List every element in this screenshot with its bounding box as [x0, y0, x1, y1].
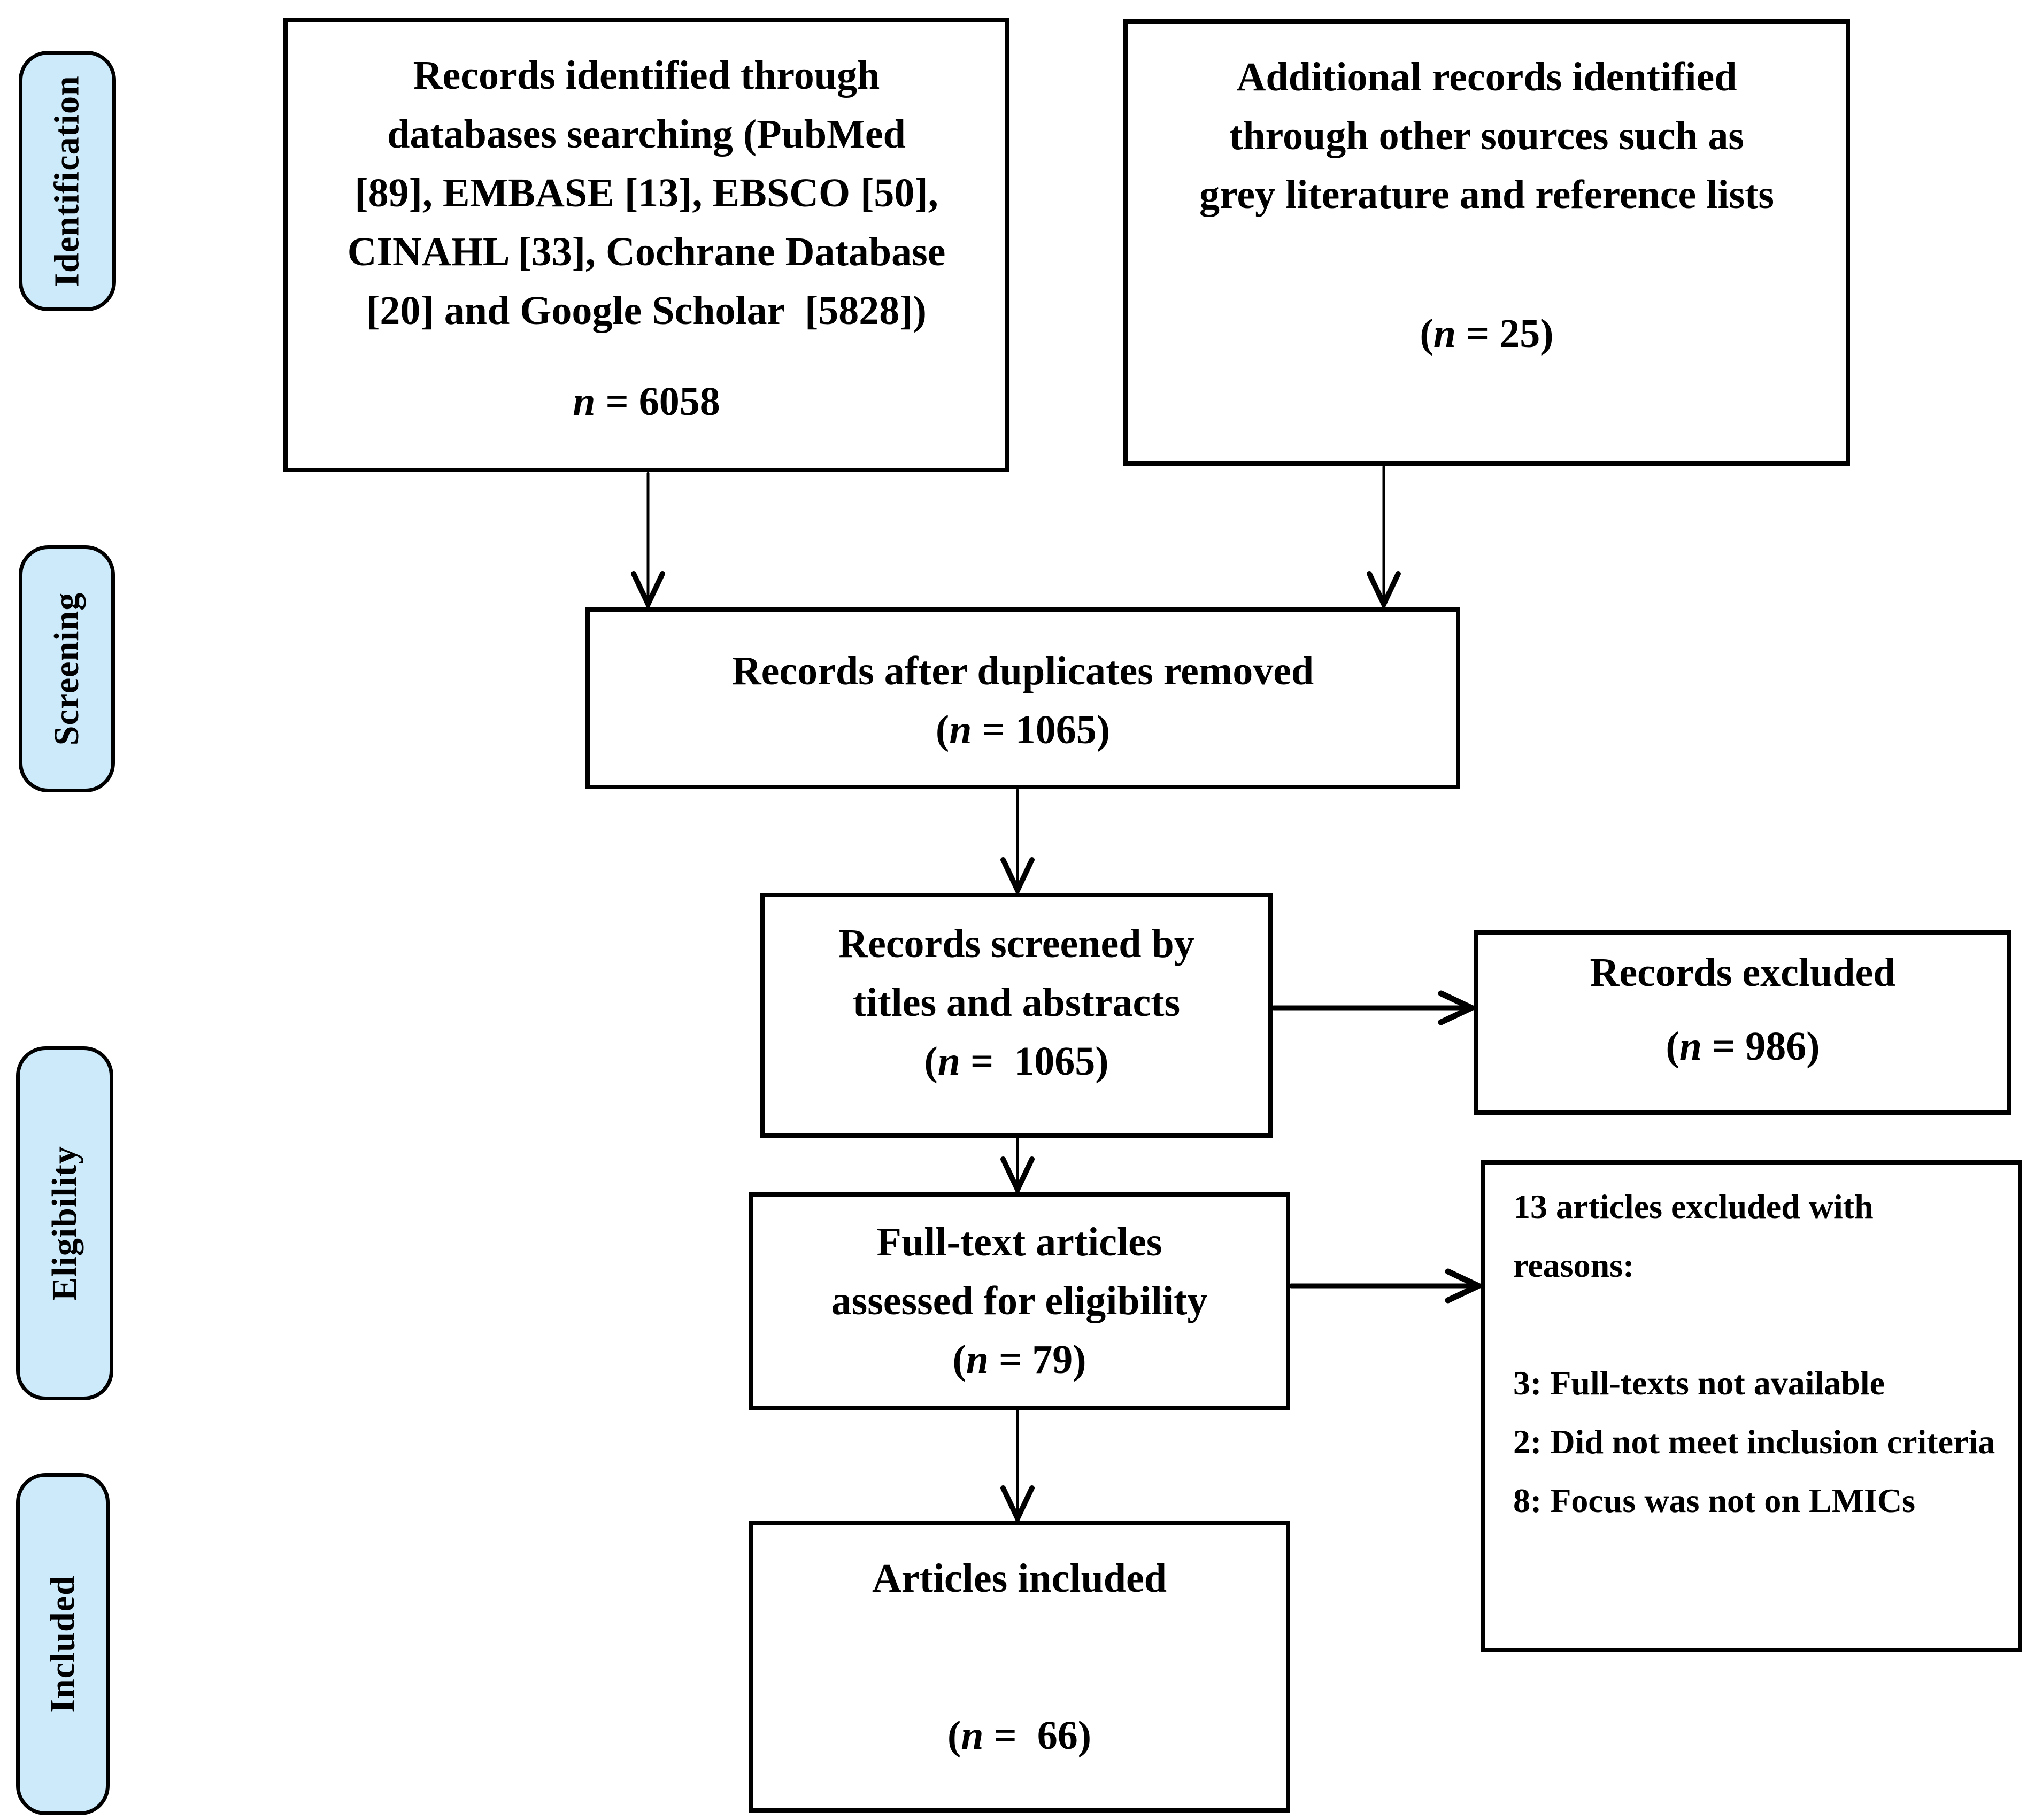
- box-text-line: assessed for eligibility: [831, 1278, 1208, 1323]
- stat-n: n: [949, 707, 972, 752]
- sample-size: n = 6058: [288, 372, 1005, 431]
- exclusion-reasons-title: 13 articles excluded with reasons:: [1513, 1187, 1874, 1284]
- stat-value: = 66): [983, 1713, 1092, 1758]
- stage-label-text: Identification: [48, 75, 87, 287]
- box-additional-records: Additional records identified through ot…: [1123, 19, 1850, 466]
- stage-label-included: Included: [16, 1473, 110, 1815]
- sample-size: (n = 1065): [765, 1032, 1268, 1091]
- arrow-fulltext-to-reasons: [1289, 1268, 1485, 1304]
- arrow-fulltext-to-included: [1000, 1409, 1035, 1525]
- stat-n: n: [961, 1713, 984, 1758]
- box-text-line: Additional records identified: [1236, 55, 1737, 99]
- box-text-line: grey literature and reference lists: [1199, 172, 1774, 217]
- box-text-line: [89], EMBASE [13], EBSCO [50],: [354, 171, 938, 215]
- sample-size: (n = 79): [753, 1330, 1286, 1389]
- stat-n: n: [937, 1039, 960, 1084]
- box-articles-included: Articles included (n = 66): [749, 1521, 1290, 1813]
- stat-value: = 25): [1455, 311, 1554, 356]
- exclusion-reason-item: 2: Did not meet inclusion criteria: [1513, 1423, 1995, 1461]
- box-records-identified: Records identified through databases sea…: [283, 18, 1009, 472]
- box-duplicates-removed: Records after duplicates removed (n = 10…: [585, 607, 1460, 789]
- stat-open: (: [952, 1337, 966, 1382]
- box-text-line: Full-text articles: [876, 1220, 1162, 1264]
- box-records-screened: Records screened by titles and abstracts…: [760, 893, 1273, 1138]
- arrow-identified-to-duplicates: [631, 472, 665, 611]
- stat-n: n: [573, 379, 596, 424]
- box-text-line: Records identified through: [413, 53, 880, 98]
- box-text-line: [20] and Google Scholar [5828]): [366, 288, 927, 333]
- stat-open: (: [1666, 1024, 1679, 1069]
- stage-label-eligibility: Eligibility: [16, 1046, 113, 1400]
- box-text-line: databases searching (PubMed: [387, 112, 906, 157]
- stat-value: = 1065): [972, 707, 1111, 752]
- stat-open: (: [947, 1713, 961, 1758]
- stat-value: = 986): [1701, 1024, 1820, 1069]
- arrow-additional-to-duplicates: [1367, 465, 1401, 611]
- box-exclusion-reasons: 13 articles excluded with reasons: 3: Fu…: [1481, 1160, 2022, 1652]
- arrow-screened-to-fulltext: [1000, 1137, 1035, 1196]
- stat-value: = 6058: [595, 379, 720, 424]
- sample-size: (n = 986): [1478, 1017, 2007, 1076]
- stage-label-identification: Identification: [19, 51, 116, 311]
- box-text-line: through other sources such as: [1229, 113, 1744, 158]
- arrow-screened-to-excluded: [1271, 990, 1478, 1025]
- sample-size: (n = 66): [753, 1706, 1286, 1765]
- box-text-line: Records screened by: [838, 921, 1194, 966]
- stage-label-text: Included: [43, 1575, 82, 1713]
- stage-label-screening: Screening: [19, 545, 115, 792]
- exclusion-reason-item: 3: Full-texts not available: [1513, 1364, 1885, 1402]
- stage-label-text: Screening: [47, 592, 87, 746]
- stat-n: n: [1433, 311, 1456, 356]
- sample-size: (n = 25): [1128, 304, 1846, 363]
- arrow-duplicates-to-screened: [1000, 789, 1035, 897]
- box-records-excluded: Records excluded (n = 986): [1474, 930, 2011, 1115]
- box-text-line: Records excluded: [1590, 950, 1896, 995]
- stat-open: (: [924, 1039, 938, 1084]
- stat-value: = 1065): [960, 1039, 1109, 1084]
- box-text-line: CINAHL [33], Cochrane Database: [347, 229, 946, 274]
- box-text-line: Articles included: [872, 1556, 1167, 1601]
- stat-n: n: [966, 1337, 989, 1382]
- stat-value: = 79): [988, 1337, 1086, 1382]
- sample-size: (n = 1065): [590, 700, 1456, 759]
- stat-n: n: [1679, 1024, 1702, 1069]
- exclusion-reason-item: 8: Focus was not on LMICs: [1513, 1482, 1916, 1520]
- stage-label-text: Eligibility: [45, 1146, 84, 1301]
- stat-open: (: [1420, 311, 1433, 356]
- box-text-line: titles and abstracts: [852, 980, 1181, 1025]
- box-fulltext-assessed: Full-text articles assessed for eligibil…: [749, 1192, 1290, 1410]
- box-text-line: Records after duplicates removed: [731, 649, 1314, 693]
- stat-open: (: [935, 707, 950, 752]
